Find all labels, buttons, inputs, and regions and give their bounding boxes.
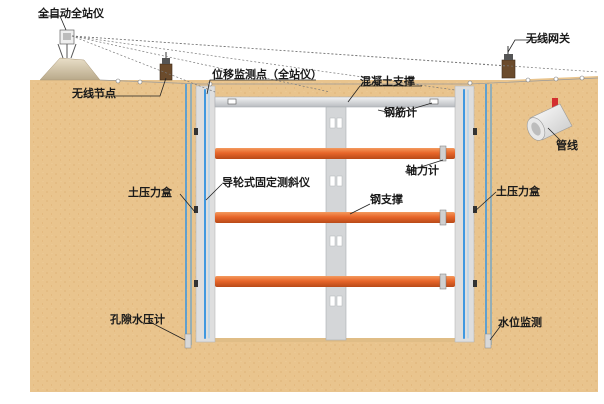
label-concrete-support: 混凝土支撑 (360, 76, 415, 88)
gravel-mound (39, 57, 101, 81)
concrete-support (214, 96, 456, 108)
wireless-node-icon (159, 52, 173, 81)
steel-struts (215, 145, 455, 290)
label-displacement-point: 位移监测点（全站仪） (212, 69, 322, 81)
pipeline-icon (526, 98, 573, 141)
label-wireless-gateway: 无线网关 (526, 33, 570, 45)
label-rebar-meter: 钢筋计 (384, 107, 417, 119)
wall-sensors (194, 128, 477, 287)
survey-sight-lines (71, 35, 599, 93)
label-water-level: 水位监测 (498, 317, 542, 329)
rebar-meter-left (227, 98, 237, 105)
survey-points (115, 75, 585, 87)
rebar-meter-right (429, 98, 439, 105)
leader-lines (38, 15, 561, 341)
label-pore-pressure-meter: 孔隙水压计 (110, 314, 165, 326)
label-soil-pressure-left: 土压力盒 (128, 187, 172, 199)
boreholes (184, 84, 492, 349)
label-wireless-node: 无线节点 (72, 88, 116, 100)
label-inclinometer: 导轮式固定测斜仪 (222, 177, 310, 189)
label-total-station: 全自动全站仪 (38, 8, 104, 20)
central-column (325, 106, 347, 341)
label-axial-force-meter: 轴力计 (406, 165, 439, 177)
label-pipeline: 管线 (556, 140, 578, 152)
inclinometer-tubes (204, 89, 469, 339)
ground-cable (99, 77, 599, 85)
wireless-gateway-icon (501, 46, 516, 79)
label-steel-support: 钢支撑 (370, 194, 403, 206)
total-station-icon (57, 29, 77, 59)
label-soil-pressure-right: 土压力盒 (496, 186, 540, 198)
